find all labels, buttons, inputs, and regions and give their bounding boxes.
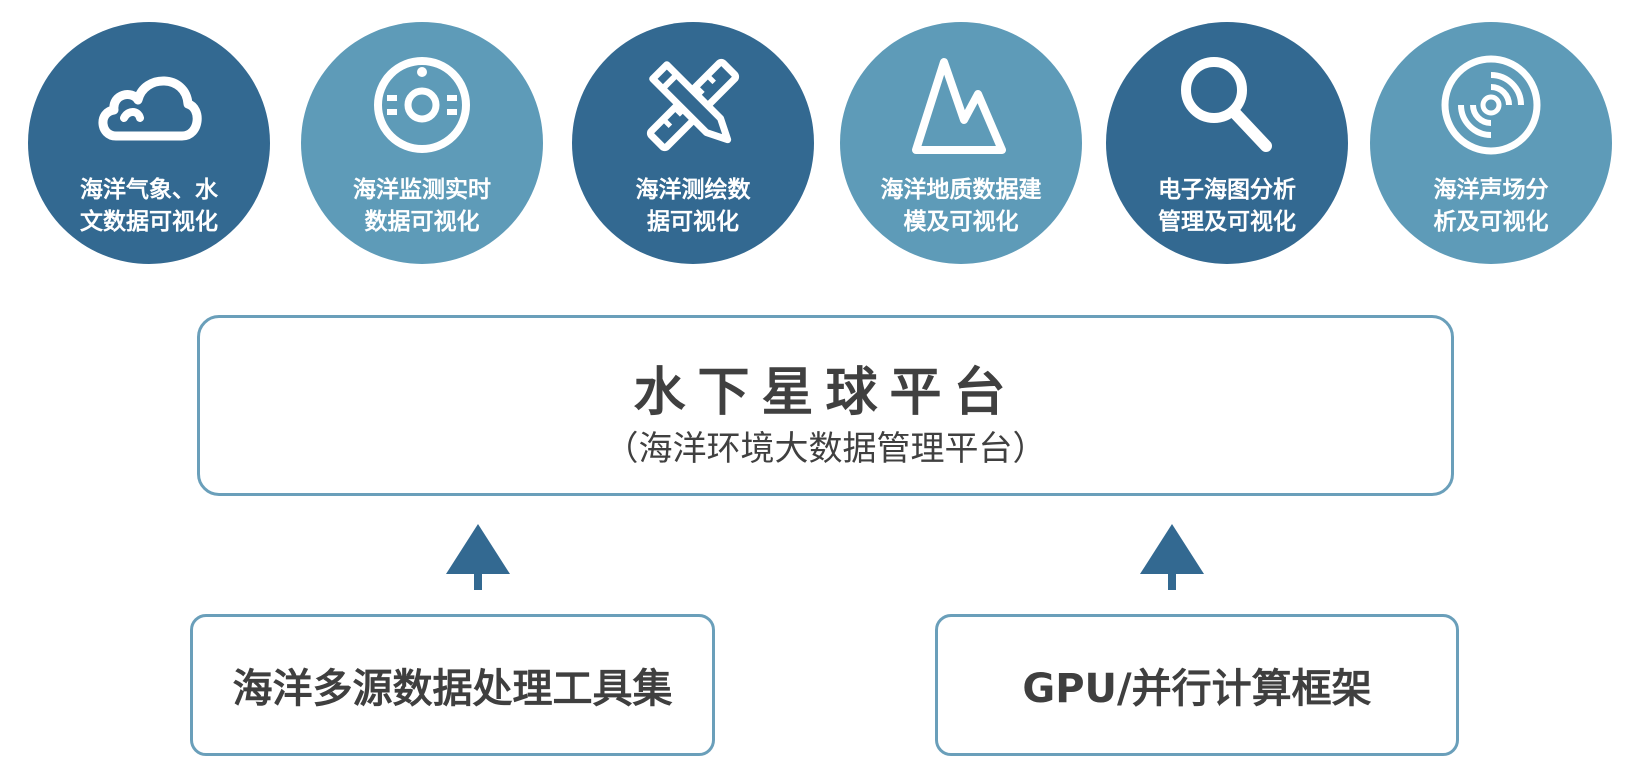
sonar-wave-icon [1441, 55, 1541, 155]
feature-label: 海洋监测实时数据可视化 [353, 177, 491, 235]
platform-subtitle: （海洋环境大数据管理平台） [604, 429, 1047, 469]
monitor-sensor-icon [374, 57, 470, 153]
foundation-data-toolkit: 海洋多源数据处理工具集 [190, 614, 715, 756]
feature-meteorology-hydrology: 海洋气象、水文数据可视化 [28, 22, 270, 264]
feature-label: 海洋声场分析及可视化 [1433, 177, 1549, 235]
platform-box: 水下星球平台 （海洋环境大数据管理平台） [197, 315, 1454, 496]
feature-label: 电子海图分析管理及可视化 [1158, 177, 1296, 235]
feature-acoustic-field: 海洋声场分析及可视化 [1370, 22, 1612, 264]
feature-label: 海洋地质数据建模及可视化 [880, 177, 1042, 235]
feature-surveying-mapping: 海洋测绘数据可视化 [572, 22, 814, 264]
up-arrow-icon [446, 524, 510, 590]
up-arrow-icon [1140, 524, 1204, 590]
cloud-icon [98, 76, 202, 141]
mountain-icon [912, 58, 1006, 154]
foundation-gpu-framework: GPU/并行计算框架 [935, 614, 1459, 756]
foundation-label: GPU/并行计算框架 [1022, 666, 1372, 712]
foundation-label: 海洋多源数据处理工具集 [232, 666, 673, 712]
ruler-pencil-icon [646, 58, 740, 152]
platform-title: 水下星球平台 [633, 363, 1018, 423]
feature-realtime-monitoring: 海洋监测实时数据可视化 [301, 22, 543, 264]
magnifier-icon [1181, 57, 1272, 152]
feature-label: 海洋测绘数据可视化 [635, 177, 751, 235]
feature-electronic-chart: 电子海图分析管理及可视化 [1106, 22, 1348, 264]
feature-geology-modeling: 海洋地质数据建模及可视化 [840, 22, 1082, 264]
feature-label: 海洋气象、水文数据可视化 [80, 177, 218, 235]
